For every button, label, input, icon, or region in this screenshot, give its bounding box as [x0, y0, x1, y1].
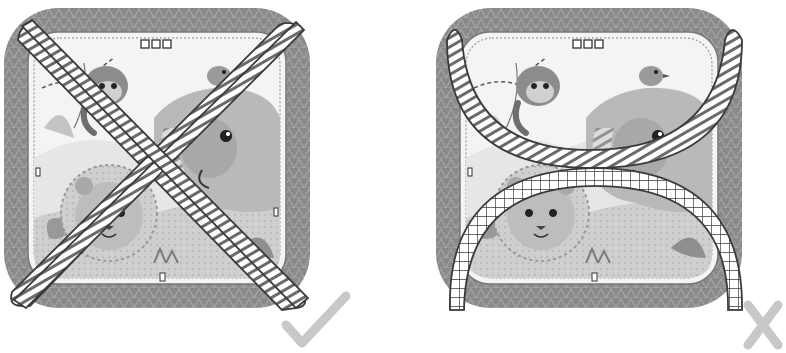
panel-incorrect	[436, 8, 778, 345]
cross-icon	[748, 305, 778, 345]
panel-correct	[4, 8, 346, 343]
